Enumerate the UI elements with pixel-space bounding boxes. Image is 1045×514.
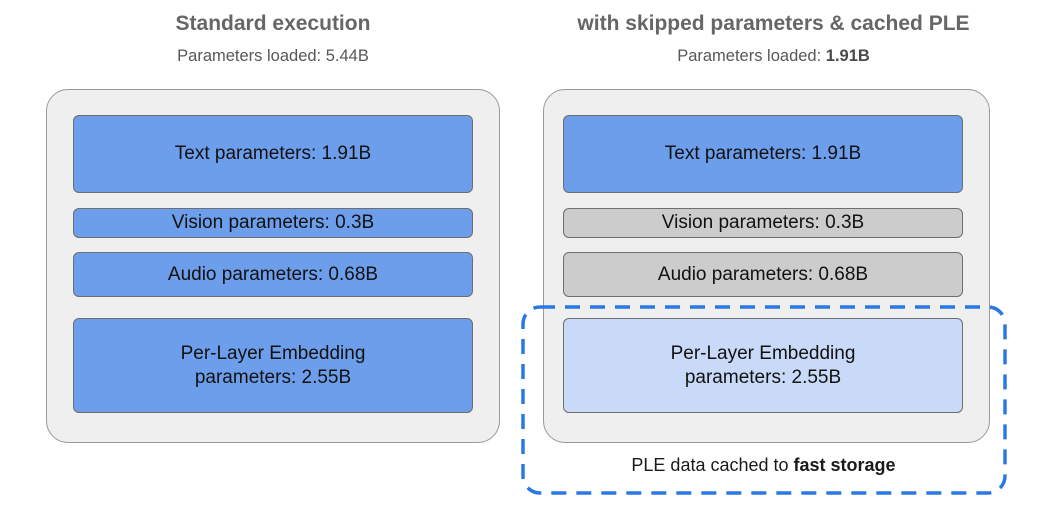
right-vision-parameters-box: Vision parameters: 0.3B — [563, 208, 963, 238]
left-subtitle-value: 5.44B — [325, 47, 369, 65]
left-panel-subtitle: Parameters loaded: 5.44B — [46, 47, 500, 66]
left-text-parameters-box: Text parameters: 1.91B — [73, 115, 473, 193]
right-text-parameters-label: Text parameters: 1.91B — [664, 143, 862, 165]
left-vision-parameters-box: Vision parameters: 0.3B — [73, 208, 473, 238]
ple-cache-callout: PLE data cached to fast storage — [523, 455, 1004, 476]
left-audio-parameters-label: Audio parameters: 0.68B — [167, 263, 379, 285]
left-ple-parameters-box: Per-Layer Embedding parameters: 2.55B — [73, 318, 473, 413]
ple-cache-callout-prefix: PLE data cached to — [631, 455, 794, 475]
left-audio-parameters-box: Audio parameters: 0.68B — [73, 252, 473, 297]
right-ple-parameters-label: Per-Layer Embedding parameters: 2.55B — [670, 343, 856, 388]
right-subtitle-value: 1.91B — [825, 47, 870, 65]
right-audio-parameters-label: Audio parameters: 0.68B — [657, 263, 869, 285]
right-subtitle-prefix: Parameters loaded: — [677, 47, 826, 65]
right-vision-parameters-label: Vision parameters: 0.3B — [661, 212, 865, 234]
right-panel-title: with skipped parameters & cached PLE — [577, 12, 970, 35]
left-ple-parameters-label: Per-Layer Embedding parameters: 2.55B — [180, 343, 366, 388]
left-vision-parameters-label: Vision parameters: 0.3B — [171, 212, 375, 234]
right-text-parameters-box: Text parameters: 1.91B — [563, 115, 963, 193]
ple-cache-callout-bold: fast storage — [793, 455, 896, 475]
left-text-parameters-label: Text parameters: 1.91B — [174, 143, 372, 165]
right-audio-parameters-box: Audio parameters: 0.68B — [563, 252, 963, 297]
right-panel-subtitle: Parameters loaded: 1.91B — [533, 47, 1014, 66]
left-panel-title: Standard execution — [175, 12, 371, 35]
left-subtitle-prefix: Parameters loaded: — [177, 47, 326, 65]
right-ple-parameters-box: Per-Layer Embedding parameters: 2.55B — [563, 318, 963, 413]
